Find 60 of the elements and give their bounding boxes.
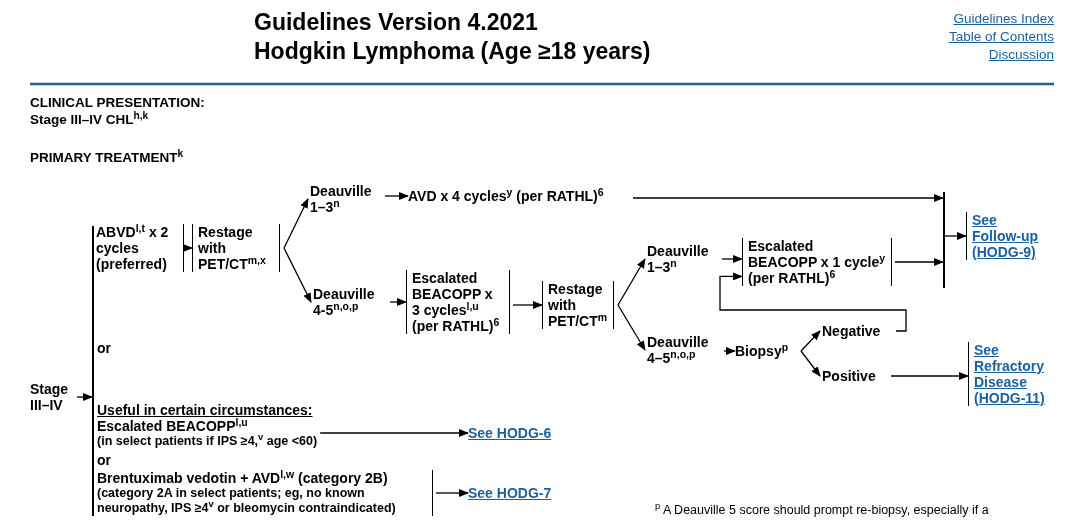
bracket-box xyxy=(96,224,184,272)
step-text: Restage with PET/CT$^{m,x}$ xyxy=(198,224,267,272)
step-label: Biopsy$^{p}$ xyxy=(735,343,797,359)
link: See Refractory Disease (HODG-11) xyxy=(974,342,1046,406)
step-label: Negative xyxy=(822,323,892,339)
step-text: Escalated BEACOPP x 3 cycles$^{l,u}$ (per RATHL)$^{6}$ xyxy=(412,270,501,334)
arrow xyxy=(512,301,543,309)
arrow xyxy=(384,192,409,200)
presentation-text: Stage III–IV CHL$^{h,k}$ xyxy=(30,112,149,128)
step-label: Deauville 4-5$^{n,o,p}$ xyxy=(313,286,387,318)
bracket-line xyxy=(943,192,945,288)
step-label: Deauville 4–5$^{n,o,p}$ xyxy=(647,334,721,366)
step-label: AVD x 4 cycles$^{y}$ (per RATHL)$^{6}$ xyxy=(408,188,630,204)
arrow xyxy=(76,393,93,401)
note-text: (in select patients if IPS ≥4,$^{v}$ age <60) xyxy=(97,434,318,449)
arrow xyxy=(283,247,312,303)
section-heading: PRIMARY TREATMENT$^{k}$ xyxy=(30,150,184,166)
step-text: Brentuximab vedotin + AVD$^{l,w}$ (category 2B) xyxy=(97,470,389,486)
step-text: Escalated BEACOPP$^{l,u}$ xyxy=(97,418,249,434)
stage-label: Stage III–IV xyxy=(30,381,74,413)
arrow xyxy=(723,347,736,355)
arrow xyxy=(319,429,469,437)
or-text: or xyxy=(97,340,111,356)
arrow xyxy=(632,194,944,202)
page-title: Hodgkin Lymphoma (Age ≥18 years) xyxy=(254,37,651,65)
arrow xyxy=(389,298,407,306)
arrow xyxy=(721,255,743,263)
link: See HODG-6 xyxy=(468,425,553,441)
note-text: (category 2A in select patients; eg, no known neuropathy, IPS ≥4$^{v}$ or bleomycin contraindicated) xyxy=(97,486,397,516)
arrow xyxy=(719,272,907,332)
link: Guidelines Index xyxy=(953,10,1054,28)
bracket-box xyxy=(97,470,433,516)
arrow xyxy=(944,232,967,240)
arrow xyxy=(283,198,309,249)
link: Discussion xyxy=(988,46,1054,64)
arrow xyxy=(800,330,821,352)
arrow xyxy=(890,372,969,380)
step-label: Deauville 1–3$^{n}$ xyxy=(310,183,382,215)
step-text: Restage with PET/CT$^{m}$ xyxy=(548,281,608,329)
arrow xyxy=(183,244,193,252)
link: See HODG-7 xyxy=(468,485,553,501)
arrow xyxy=(435,489,469,497)
link: Table of Contents xyxy=(948,28,1054,46)
step-text: ABVD$^{l,t}$ x 2 cycles (preferred) xyxy=(96,224,170,272)
arrow xyxy=(800,350,821,377)
arrow xyxy=(894,258,944,266)
bracket-line xyxy=(92,226,94,516)
section-heading: CLINICAL PRESENTATION: xyxy=(30,95,205,111)
bracket-box xyxy=(192,224,280,272)
arrow xyxy=(617,258,646,306)
or-text: or xyxy=(97,452,111,468)
page-title: Guidelines Version 4.2021 xyxy=(254,8,538,36)
footnote: $^{p}$ A Deauville 5 score should prompt re-biopsy, especially if a xyxy=(655,503,989,518)
section-heading: Useful in certain circumstances: xyxy=(97,402,313,418)
step-label: Deauville 1–3$^{n}$ xyxy=(647,243,719,275)
step-text: Escalated BEACOPP x 1 cycle$^{y}$ (per RATHL)$^{6}$ xyxy=(748,238,886,286)
step-label: Positive xyxy=(822,368,888,384)
bracket-box xyxy=(542,281,614,329)
link: See Follow-up (HODG-9) xyxy=(972,212,1040,260)
arrow xyxy=(617,304,646,351)
